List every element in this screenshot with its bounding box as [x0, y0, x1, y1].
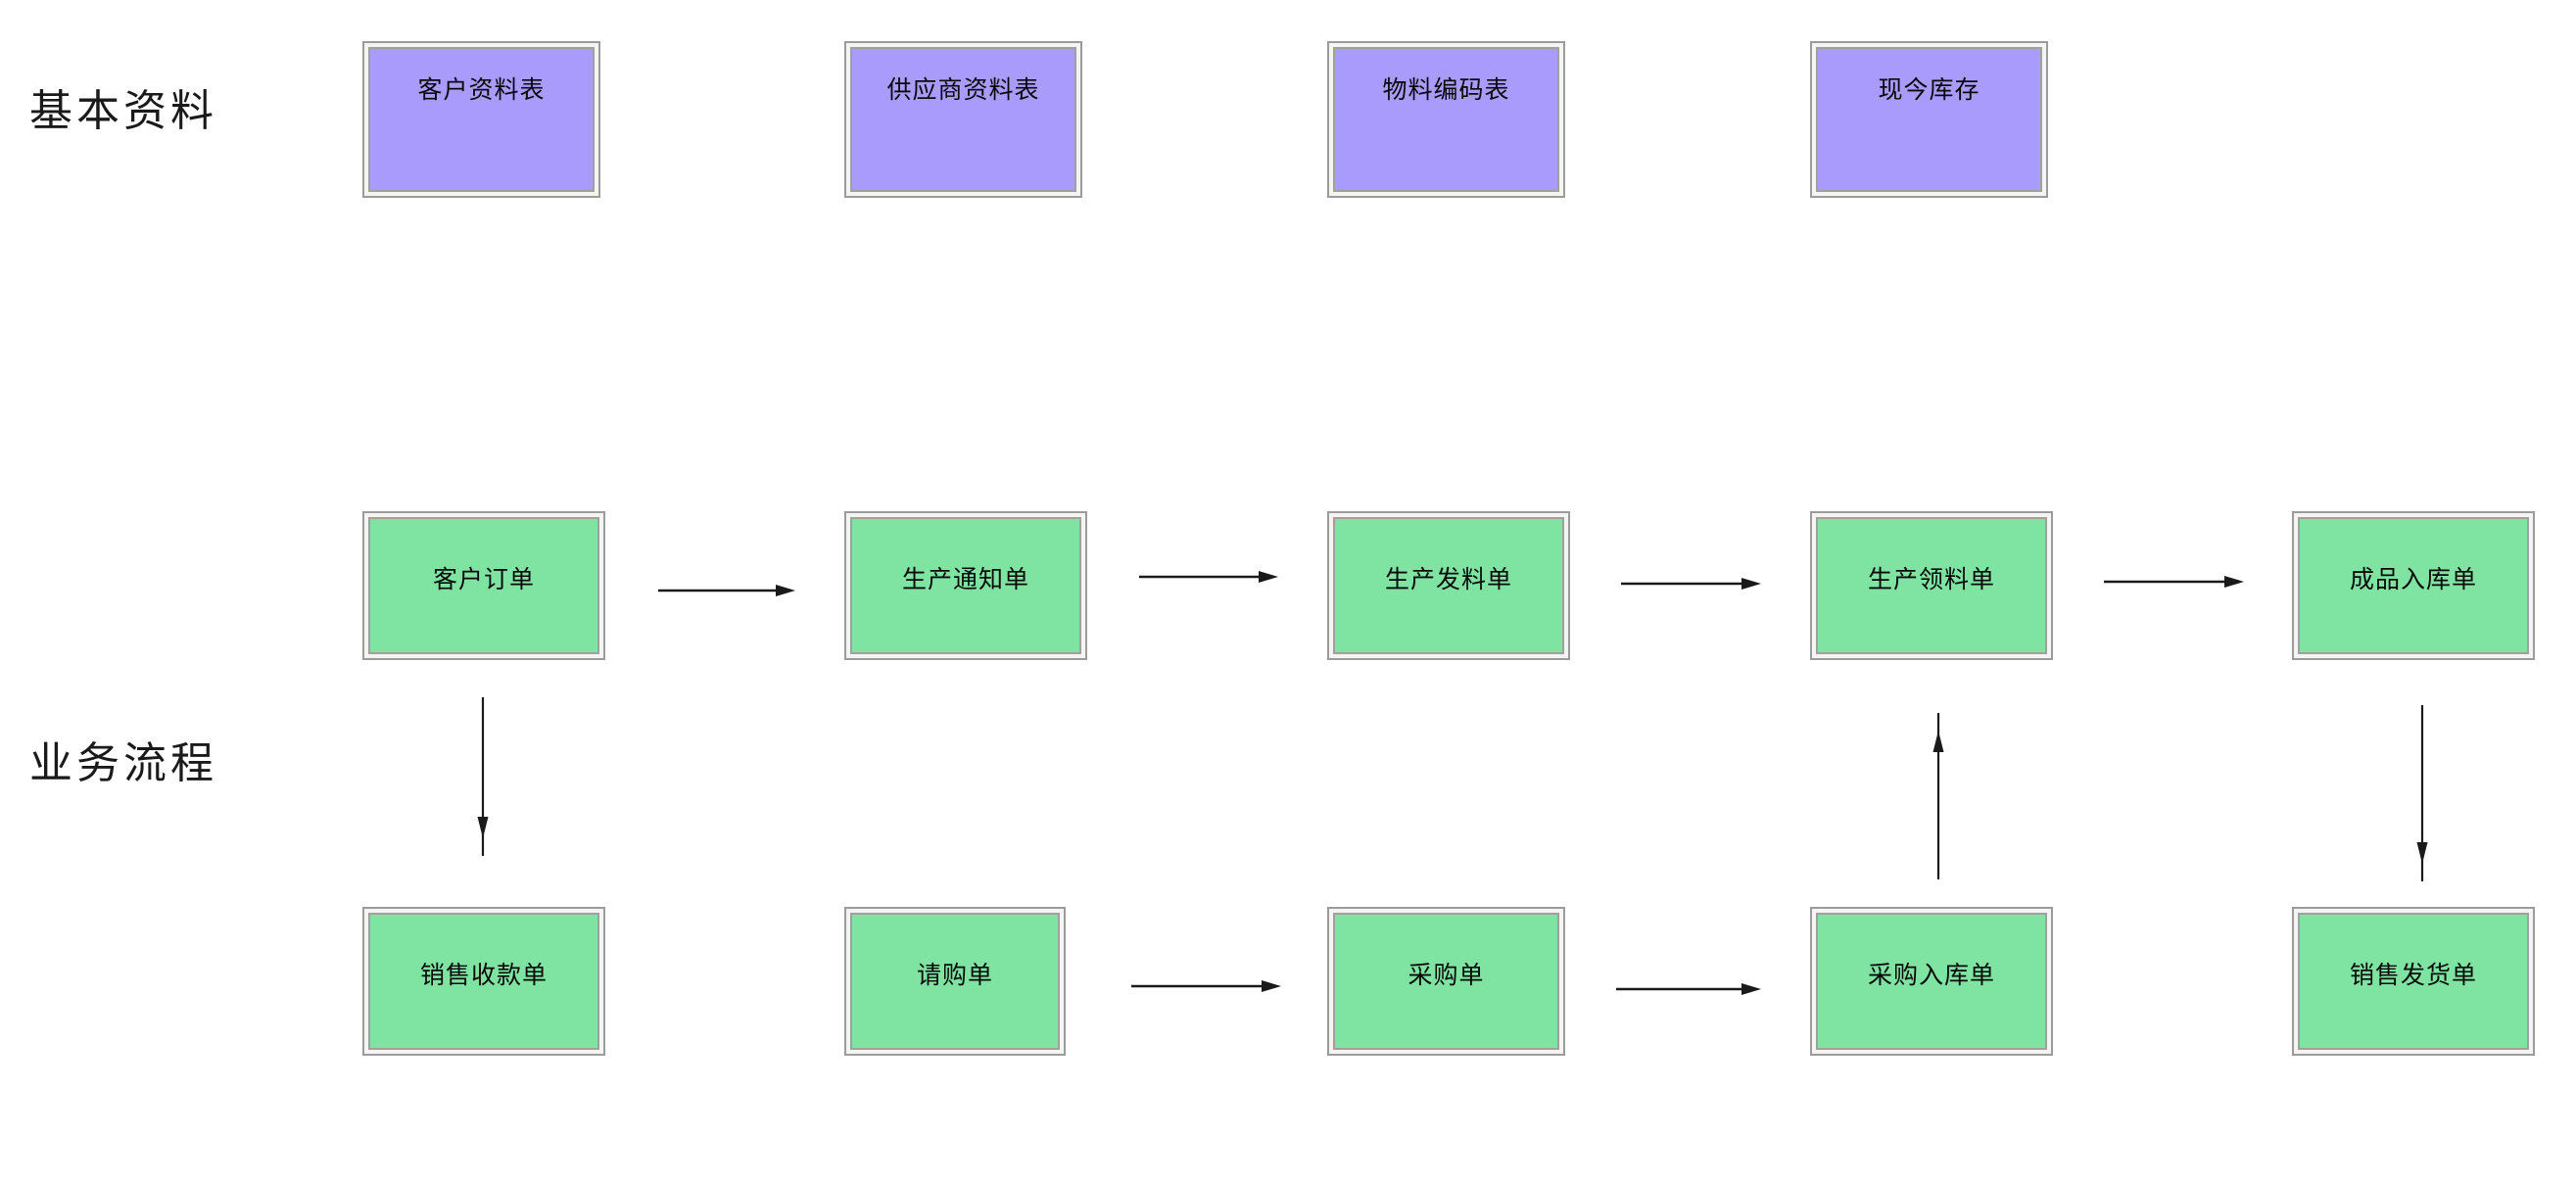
node-purchase-request[interactable]: 请购单: [844, 907, 1066, 1056]
arrow-customer-order-to-production-notice: [658, 580, 795, 601]
node-production-issue-fill: 生产发料单: [1333, 517, 1564, 654]
node-sales-receipt-label: 销售收款单: [419, 961, 548, 989]
node-purchase-stock-in[interactable]: 采购入库单: [1810, 907, 2053, 1056]
node-current-stock[interactable]: 现今库存: [1810, 41, 2048, 198]
node-production-requisition-label: 生产领料单: [1867, 565, 1995, 593]
node-supplier-master-fill: 供应商资料表: [850, 47, 1076, 192]
arrow-production-issue-to-production-requisition: [1621, 573, 1761, 594]
node-material-code-fill: 物料编码表: [1333, 47, 1559, 192]
node-sales-receipt[interactable]: 销售收款单: [362, 907, 605, 1056]
section-label-business-flow: 业务流程: [29, 739, 217, 787]
arrow-customer-order-to-sales-receipt: [472, 697, 494, 856]
node-customer-master[interactable]: 客户资料表: [362, 41, 600, 198]
node-production-issue-label: 生产发料单: [1384, 565, 1512, 593]
arrow-finished-goods-to-sales-delivery: [2411, 705, 2433, 881]
node-sales-delivery-fill: 销售发货单: [2298, 913, 2529, 1050]
node-supplier-master-label: 供应商资料表: [886, 75, 1040, 104]
node-current-stock-fill: 现今库存: [1816, 47, 2042, 192]
arrow-purchase-stock-in-to-production-requisition: [1928, 713, 1949, 879]
arrow-production-notice-to-production-issue: [1139, 566, 1278, 588]
node-purchase-request-fill: 请购单: [850, 913, 1060, 1050]
node-purchase-request-label: 请购单: [916, 961, 993, 989]
node-sales-delivery[interactable]: 销售发货单: [2292, 907, 2535, 1056]
node-current-stock-label: 现今库存: [1878, 75, 1980, 104]
section-label-basic-data: 基本资料: [29, 87, 217, 135]
node-material-code[interactable]: 物料编码表: [1327, 41, 1565, 198]
node-customer-order-fill: 客户订单: [368, 517, 599, 654]
node-production-notice-label: 生产通知单: [901, 565, 1029, 593]
node-production-notice-fill: 生产通知单: [850, 517, 1081, 654]
node-finished-goods-in-fill: 成品入库单: [2298, 517, 2529, 654]
node-supplier-master[interactable]: 供应商资料表: [844, 41, 1082, 198]
node-purchase-order-label: 采购单: [1407, 961, 1485, 989]
node-sales-receipt-fill: 销售收款单: [368, 913, 599, 1050]
arrow-purchase-order-to-purchase-stock-in: [1616, 978, 1761, 1000]
node-purchase-stock-in-label: 采购入库单: [1867, 961, 1995, 989]
node-purchase-order-fill: 采购单: [1333, 913, 1559, 1050]
node-purchase-stock-in-fill: 采购入库单: [1816, 913, 2047, 1050]
arrow-production-requisition-to-finished-goods: [2104, 571, 2244, 592]
node-customer-master-label: 客户资料表: [417, 75, 546, 104]
node-sales-delivery-label: 销售发货单: [2349, 961, 2477, 989]
node-customer-order[interactable]: 客户订单: [362, 511, 605, 660]
node-material-code-label: 物料编码表: [1382, 75, 1510, 104]
node-customer-master-fill: 客户资料表: [368, 47, 595, 192]
node-finished-goods-in-label: 成品入库单: [2349, 565, 2477, 593]
node-production-requisition[interactable]: 生产领料单: [1810, 511, 2053, 660]
node-purchase-order[interactable]: 采购单: [1327, 907, 1565, 1056]
node-finished-goods-in[interactable]: 成品入库单: [2292, 511, 2535, 660]
node-production-issue[interactable]: 生产发料单: [1327, 511, 1570, 660]
node-customer-order-label: 客户订单: [432, 565, 535, 593]
arrow-purchase-request-to-purchase-order: [1131, 975, 1281, 997]
node-production-notice[interactable]: 生产通知单: [844, 511, 1087, 660]
node-production-requisition-fill: 生产领料单: [1816, 517, 2047, 654]
